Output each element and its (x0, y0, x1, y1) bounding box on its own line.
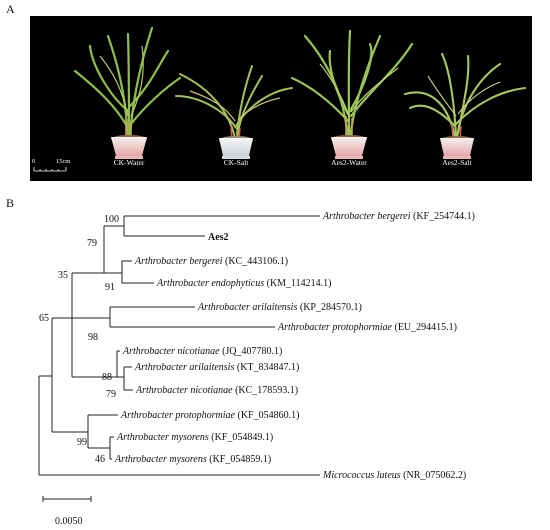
taxon-label: Arthrobacter endophyticus (KM_114214.1) (156, 278, 332, 289)
taxon-label: Arthrobacter protophormiae (EU_294415.1) (277, 322, 457, 333)
tree-branches (38, 215, 320, 502)
plant-label-aes2-salt: Aes2-Salt (442, 158, 472, 167)
plant-photo-panel: CK-Water CK-Salt Aes2-Water Aes2-Salt 0 … (30, 16, 532, 181)
bootstrap-98: 98 (88, 332, 98, 343)
taxon-label-aes2: Aes2 (208, 232, 229, 243)
panel-a-letter: A (6, 2, 15, 16)
taxon-label: Arthrobacter arilaitensis (KT_834847.1) (134, 362, 299, 373)
taxon-labels: Arthrobacter bergerei (KF_254744.1) Aes2… (114, 211, 475, 481)
bootstrap-35: 35 (58, 270, 68, 281)
photo-scale-bar (33, 167, 67, 172)
panel-b-letter: B (6, 196, 15, 210)
bootstrap-46: 46 (95, 454, 105, 465)
plant-photo-illustration (33, 26, 527, 172)
plant-ck-water (73, 26, 182, 159)
taxon-label: Arthrobacter mysorens (KF_054859.1) (114, 454, 271, 465)
bootstrap-88: 88 (102, 372, 112, 383)
plant-label-ck-salt: CK-Salt (223, 158, 249, 167)
plant-aes2-salt (403, 52, 527, 159)
taxon-label: Micrococcus luteus (NR_075062.2) (322, 470, 466, 481)
plant-ck-salt (175, 65, 293, 159)
bootstrap-values: 100 79 91 35 65 98 88 79 99 46 (39, 214, 119, 465)
bootstrap-100: 100 (104, 214, 119, 225)
taxon-label: Arthrobacter arilaitensis (KP_284570.1) (197, 302, 362, 313)
tree-scale-label: 0.0050 (55, 516, 83, 527)
bootstrap-65: 65 (39, 313, 49, 324)
scale-label-start: 0 (32, 158, 36, 165)
bootstrap-99: 99 (77, 437, 87, 448)
taxon-label: Arthrobacter bergerei (KF_254744.1) (322, 211, 475, 222)
taxon-label: Arthrobacter mysorens (KF_054849.1) (116, 432, 273, 443)
bootstrap-91: 91 (105, 282, 115, 293)
phylogenetic-tree: 100 79 91 35 65 98 88 79 99 46 Arthrobac… (38, 211, 475, 527)
taxon-label: Arthrobacter protophormiae (KF_054860.1) (120, 410, 299, 421)
plant-aes2-water (290, 29, 414, 159)
taxon-label: Arthrobacter nicotianae (JQ_407780.1) (122, 346, 282, 357)
scale-label-end: 15cm (56, 158, 71, 165)
plant-label-ck-water: CK-Water (113, 158, 145, 167)
bootstrap-79-a: 79 (87, 238, 97, 249)
bootstrap-79-b: 79 (106, 389, 116, 400)
taxon-label: Arthrobacter bergerei (KC_443106.1) (134, 256, 288, 267)
plant-label-aes2-water: Aes2-Water (331, 158, 367, 167)
taxon-label: Arthrobacter nicotianae (KC_178593.1) (135, 385, 298, 396)
